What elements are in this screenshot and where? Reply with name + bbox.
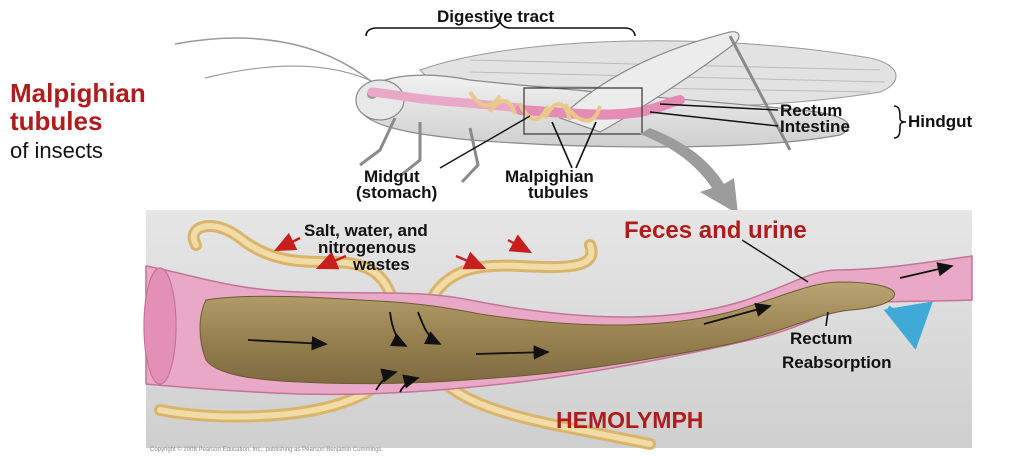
rectum-detail-label: Rectum [790, 329, 852, 348]
salt-label-line-3: wastes [352, 255, 410, 274]
hindgut-label: Hindgut [908, 112, 973, 131]
title-line-2: tubules [10, 106, 102, 136]
hindgut-brace [894, 106, 906, 138]
feces-label: Feces and urine [624, 217, 807, 244]
reabsorption-label: Reabsorption [782, 353, 892, 372]
title-line-1: Malpighian [10, 78, 146, 108]
hemolymph-label: HEMOLYMPH [556, 407, 703, 433]
midgut-sub-label: (stomach) [356, 183, 437, 202]
title-line-3: of insects [10, 138, 103, 163]
copyright-notice: Copyright © 2008 Pearson Education, Inc.… [150, 447, 383, 453]
intestine-label: Intestine [780, 117, 850, 136]
detail-panel: Salt, water, and nitrogenous wastes Fece… [144, 210, 972, 448]
malpighian-sub-label: tubules [528, 183, 588, 202]
digestive-tract-label: Digestive tract [437, 7, 554, 26]
